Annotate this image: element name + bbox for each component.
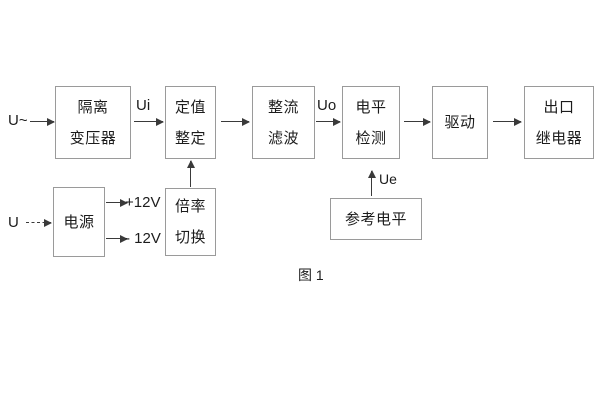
block-line: 整流 (267, 98, 299, 116)
positive-rail-arrow (106, 202, 127, 204)
negative-rail-label: - 12V (125, 230, 161, 247)
block-setting-value: 定值 整定 (165, 86, 216, 159)
block-reference-level: 参考电平 (330, 198, 422, 240)
figure-caption: 图 1 (298, 267, 324, 283)
ui-label: Ui (136, 97, 151, 114)
block-line: 检测 (355, 129, 387, 147)
block-level-detection: 电平 检测 (342, 86, 400, 159)
block-multiplier-switch: 倍率 切换 (165, 188, 216, 256)
uo-label: Uo (317, 97, 337, 114)
block-line: 倍率 (174, 198, 206, 215)
block-line: 驱动 (444, 114, 476, 131)
ue-label: Ue (379, 171, 397, 187)
block-line: 切换 (174, 229, 206, 246)
block-line: 继电器 (535, 129, 583, 147)
dc-input-arrow (26, 222, 51, 223)
block-drive: 驱动 (432, 86, 488, 159)
ui-arrow (134, 121, 163, 123)
multiplier-to-setting-arrow (190, 161, 192, 187)
uo-arrow (316, 121, 340, 123)
reference-to-level-arrow (371, 171, 373, 196)
positive-rail-label: +12V (125, 194, 161, 211)
block-line: 定值 (174, 98, 206, 116)
block-output-relay: 出口 继电器 (524, 86, 594, 159)
block-line: 出口 (543, 98, 575, 116)
block-line: 隔离 (77, 98, 109, 116)
ac-input-label: U~ (8, 112, 28, 129)
block-line: 变压器 (69, 129, 117, 147)
block-line: 电平 (355, 98, 387, 116)
dc-input-label: U (8, 214, 19, 231)
drive-to-relay-arrow (493, 121, 521, 123)
negative-rail-arrow (106, 238, 127, 240)
block-line: 整定 (174, 129, 206, 147)
ac-input-arrow (30, 121, 54, 123)
setting-to-rectify-arrow (221, 121, 249, 123)
block-isolation-transformer: 隔离 变压器 (55, 86, 131, 159)
block-line: 电源 (63, 213, 95, 231)
block-power-supply: 电源 (53, 187, 105, 257)
block-rectify-filter: 整流 滤波 (252, 86, 315, 159)
block-line: 滤波 (267, 129, 299, 147)
level-to-drive-arrow (404, 121, 430, 123)
block-line: 参考电平 (344, 210, 407, 228)
